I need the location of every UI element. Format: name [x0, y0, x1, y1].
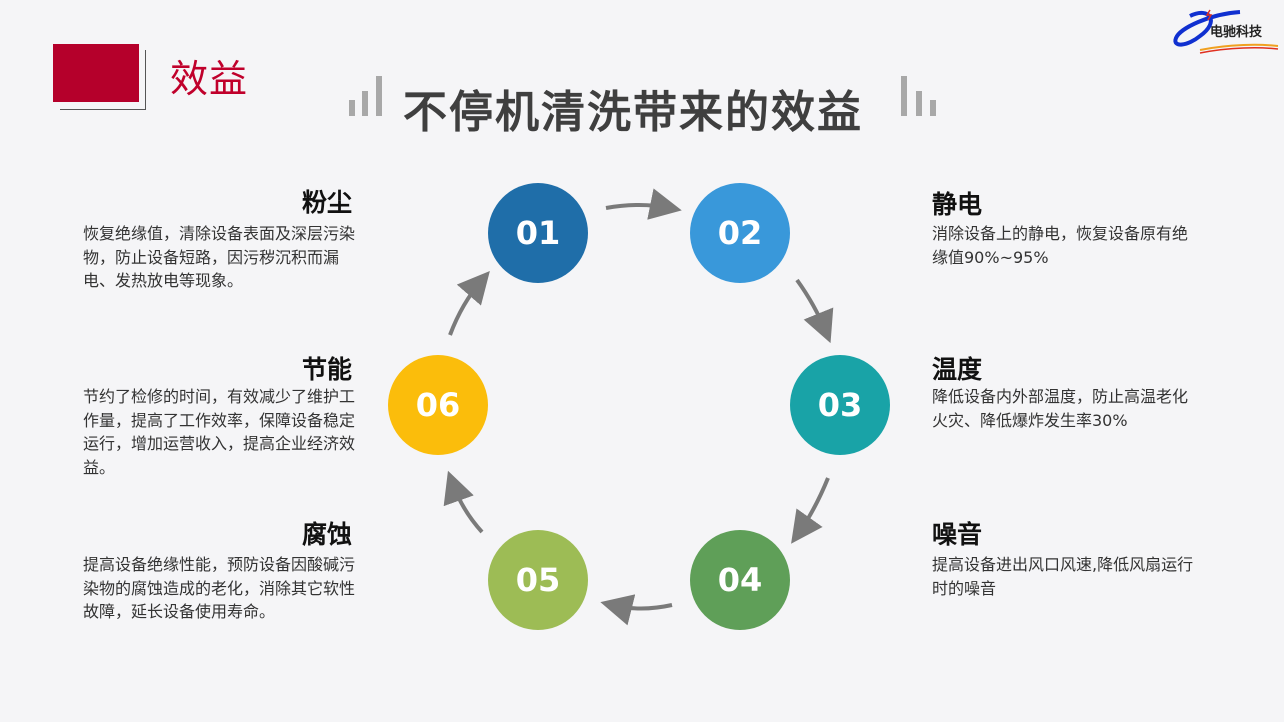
title-deco-bar [901, 76, 907, 116]
text-dust: 恢复绝缘值，清除设备表面及深层污染物，防止设备短路，因污秽沉积而漏电、发热放电等… [83, 224, 356, 290]
heading-dust: 粉尘 [301, 188, 352, 217]
step-circle-04: 04 [690, 530, 790, 630]
text-energy: 节约了检修的时间，有效减少了维护工作量，提高了工作效率，保障设备稳定运行，增加运… [83, 387, 356, 477]
text-corrosion: 提高设备绝缘性能，预防设备因酸碱污染物的腐蚀造成的老化，消除其它软性故障，延长设… [83, 555, 356, 621]
company-logo: 电驰科技 [1170, 4, 1280, 56]
arrow-06-01 [448, 270, 490, 336]
arrow-05-06 [443, 470, 484, 534]
heading-temperature: 温度 [932, 355, 983, 384]
text-static: 消除设备上的静电，恢复设备原有绝缘值90%~95% [932, 224, 1189, 267]
heading-noise: 噪音 [932, 520, 983, 549]
section-marker [53, 44, 139, 102]
step-circle-05: 05 [488, 530, 588, 630]
heading-static: 静电 [932, 190, 983, 219]
arrow-04-05 [600, 594, 673, 626]
step-circle-02: 02 [690, 183, 790, 283]
heading-energy: 节能 [301, 355, 352, 384]
title-deco-bar [376, 76, 382, 116]
step-circle-03: 03 [790, 355, 890, 455]
heading-corrosion: 腐蚀 [301, 520, 352, 549]
title-deco-bar [362, 91, 368, 116]
title-deco-bar [930, 100, 936, 116]
text-temperature: 降低设备内外部温度，防止高温老化火灾、降低爆炸发生率30% [932, 387, 1189, 430]
section-marker-shadow [60, 50, 146, 110]
page-title: 不停机清洗带来的效益 [403, 87, 863, 138]
svg-text:电驰科技: 电驰科技 [1210, 24, 1263, 40]
title-deco-bar [916, 91, 922, 116]
step-circle-06: 06 [388, 355, 488, 455]
step-circle-01: 01 [488, 183, 588, 283]
text-noise: 提高设备进出风口风速,降低风扇运行时的噪音 [932, 555, 1194, 598]
title-deco-bar [349, 100, 355, 116]
arrow-01-02 [605, 188, 682, 220]
section-label: 效益 [170, 57, 249, 101]
arrow-02-03 [795, 278, 834, 344]
arrow-03-04 [791, 477, 830, 544]
